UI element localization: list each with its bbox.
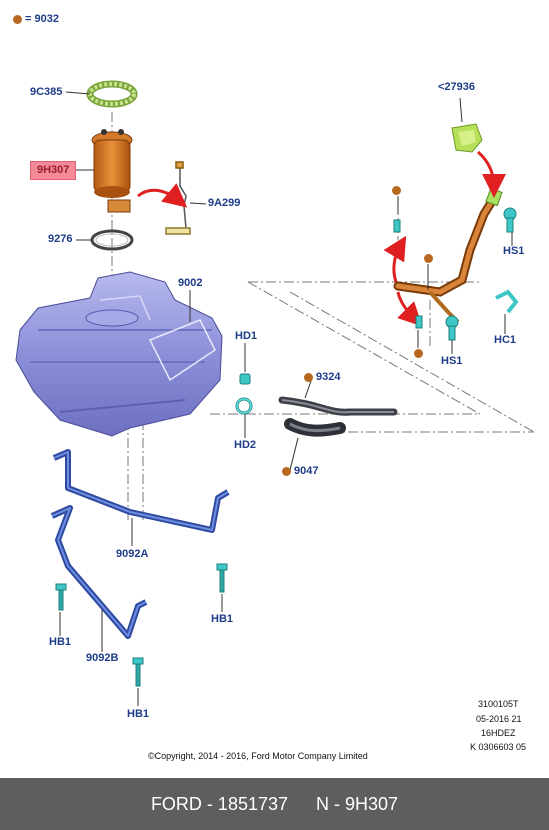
fuel-pump-module: [91, 129, 133, 213]
diagram-date: 05-2016 21: [476, 714, 522, 724]
diagram-artwork: [15, 80, 535, 706]
strap-bolts: [55, 563, 228, 687]
pipe-arrows: [383, 150, 506, 327]
callout-hb1-left: HB1: [49, 636, 72, 648]
callout-9092a: 9092A: [116, 548, 149, 560]
dot-9324: [304, 373, 313, 382]
callout-9c385: 9C385: [30, 86, 63, 98]
legend-dot: [13, 15, 22, 24]
dot-9047: [282, 467, 291, 476]
pipe-dot-bottom: [414, 349, 423, 358]
assembly-arrow: [137, 183, 188, 208]
diagram-ref: K 0306603 05: [470, 742, 527, 752]
pipe-dot-middle: [424, 254, 433, 263]
copyright-notice: ©Copyright, 2014 - 2016, Ford Motor Comp…: [148, 751, 368, 761]
fuel-level-sender: [165, 161, 191, 235]
filler-pipe: [393, 187, 503, 324]
lock-ring: [86, 80, 138, 108]
footer-part-number: FORD - 1851737: [150, 793, 289, 814]
diagram-id: 3100105T: [478, 699, 519, 709]
callout-hd1: HD1: [235, 330, 258, 342]
hose-clamps: [235, 373, 253, 415]
footer-reference-code: N - 9H307: [316, 793, 399, 814]
filler-hoses: [278, 396, 398, 437]
pipe-dot-top: [392, 186, 401, 195]
callout-27936: <27936: [438, 81, 476, 93]
tank-straps: [50, 449, 230, 639]
callout-hs1-bottom: HS1: [441, 355, 463, 367]
callout-hc1: HC1: [494, 334, 517, 346]
callout-9276: 9276: [48, 233, 73, 245]
callout-9092b: 9092B: [86, 652, 119, 664]
fuel-tank: [15, 271, 223, 437]
callout-hb1-middle: HB1: [211, 613, 234, 625]
callout-hd2: HD2: [234, 439, 257, 451]
part-number-footer: FORD - 1851737 N - 9H307: [0, 778, 549, 830]
callout-9a299: 9A299: [208, 197, 241, 209]
callout-9002: 9002: [178, 277, 203, 289]
callout-9h307-highlighted: 9H307: [30, 161, 77, 180]
exploded-parts-diagram: = 9032 9C385 9H307 9A299 9276 9002 HD1 H…: [13, 13, 535, 761]
diagram-model-code: 16HDEZ: [481, 728, 516, 738]
legend-text: = 9032: [25, 13, 59, 25]
pipe-fasteners: [393, 207, 519, 341]
callout-hb1-bottom: HB1: [127, 708, 150, 720]
callout-9047: 9047: [294, 465, 319, 477]
callout-9324: 9324: [316, 371, 341, 383]
filler-cap: [451, 123, 483, 153]
callout-hs1-top: HS1: [503, 245, 525, 257]
